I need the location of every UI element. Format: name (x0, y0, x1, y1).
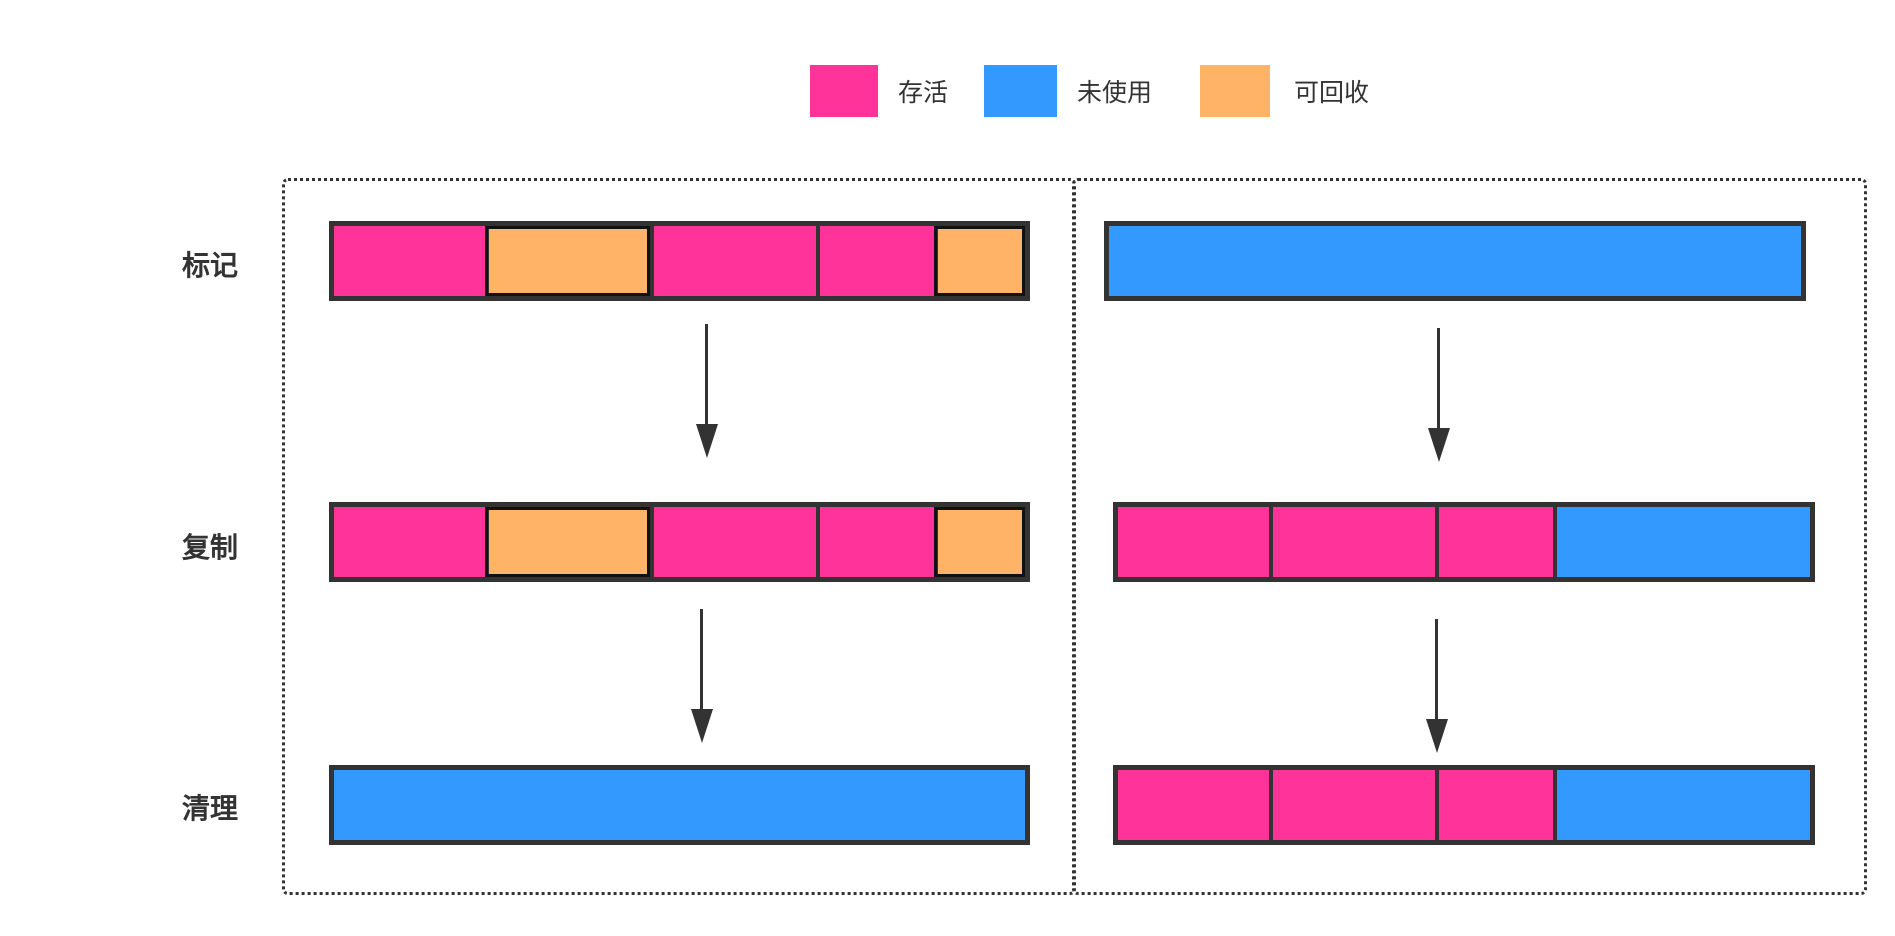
legend-swatch-alive (810, 65, 878, 117)
row-label-clean: 清理 (182, 792, 239, 825)
memory-block-alive (1269, 507, 1435, 577)
memory-block-alive (650, 507, 816, 577)
memory-block-reclaimable (934, 226, 1025, 296)
clean-to-space-bar (1113, 765, 1815, 845)
memory-block-alive (1118, 507, 1269, 577)
mark-to-space-bar (1104, 221, 1806, 301)
memory-block-alive (650, 226, 816, 296)
memory-block-unused (1553, 770, 1810, 840)
arrow-down-icon (692, 324, 722, 458)
legend-swatch-reclaimable (1200, 65, 1270, 117)
clean-from-space-bar (329, 765, 1030, 845)
mark-from-space-bar (329, 221, 1030, 301)
legend-label-unused: 未使用 (1077, 78, 1153, 107)
row-label-copy: 复制 (182, 531, 239, 564)
memory-block-alive (1118, 770, 1269, 840)
memory-block-alive (816, 507, 934, 577)
to-space-panel (1072, 178, 1867, 895)
memory-block-alive (334, 507, 485, 577)
memory-block-unused (1109, 226, 1801, 296)
arrow-down-icon (1424, 328, 1454, 462)
legend-item-alive: 存活 (810, 64, 948, 118)
legend-label-alive: 存活 (898, 78, 949, 107)
arrow-down-icon (1422, 619, 1452, 753)
legend-label-reclaimable: 可回收 (1294, 78, 1370, 107)
legend-item-unused: 未使用 (984, 64, 1152, 118)
memory-block-alive (1435, 507, 1553, 577)
copy-from-space-bar (329, 502, 1030, 582)
copy-to-space-bar (1113, 502, 1815, 582)
memory-block-reclaimable (485, 507, 650, 577)
memory-block-unused (334, 770, 1025, 840)
memory-block-alive (816, 226, 934, 296)
legend-swatch-unused (984, 65, 1057, 117)
memory-block-reclaimable (485, 226, 650, 296)
legend-item-reclaimable: 可回收 (1200, 64, 1369, 118)
legend: 存活 未使用 可回收 (0, 64, 1895, 118)
memory-block-alive (1269, 770, 1435, 840)
row-label-mark: 标记 (182, 249, 239, 282)
memory-block-reclaimable (934, 507, 1025, 577)
memory-block-alive (1435, 770, 1553, 840)
memory-block-unused (1553, 507, 1810, 577)
arrow-down-icon (687, 609, 717, 743)
memory-block-alive (334, 226, 485, 296)
